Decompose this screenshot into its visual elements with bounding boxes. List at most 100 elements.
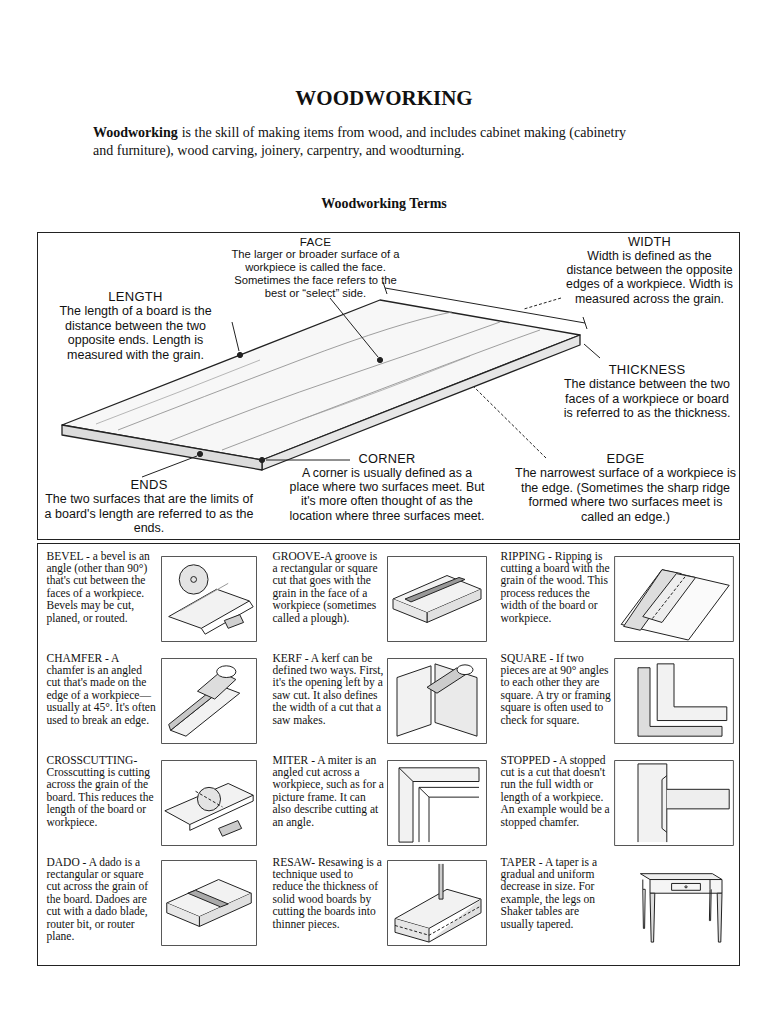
groove-picture-rect — [388, 556, 487, 641]
square-picture — [615, 658, 734, 743]
glossary-entry: BEVEL - a bevel is an angle (other than … — [47, 550, 159, 624]
ends-leader — [142, 456, 197, 477]
miter-picture-path — [399, 768, 413, 782]
stopped-picture-rect — [615, 760, 734, 845]
glossary-definition: RIPPING - Ripping is cutting a board wit… — [501, 550, 613, 624]
dado-picture-path — [188, 890, 228, 907]
miter-picture-path — [399, 768, 479, 842]
glossary-definition: KERF - A kerf can be defined two ways. F… — [273, 652, 385, 726]
glossary-definition: CROSSCUTTING- Crosscutting is cutting ac… — [47, 754, 159, 828]
term-definition: The narrowest surface of a workpiece is … — [515, 466, 737, 524]
glossary-definition: BEVEL - a bevel is an angle (other than … — [47, 550, 159, 624]
glossary-entry: CHAMFER - A chamfer is an angled cut tha… — [47, 652, 159, 726]
miter-picture-path — [419, 787, 429, 797]
glossary-entry: KERF - A kerf can be defined two ways. F… — [273, 652, 385, 726]
term-heading: FACE — [225, 235, 407, 248]
term-heading: WIDTH — [565, 235, 735, 250]
glossary-definition: CHAMFER - A chamfer is an angled cut tha… — [47, 652, 159, 726]
term-definition: A corner is usually defined as a place w… — [290, 466, 485, 523]
stopped-picture-path — [638, 764, 667, 842]
stopped-picture-path — [667, 789, 729, 809]
kerf-picture-path — [397, 666, 431, 736]
wood-grain — [222, 330, 540, 450]
wood-grain — [170, 322, 500, 441]
crosscutting-picture-path — [219, 821, 242, 837]
taper-picture-path — [717, 893, 722, 942]
intro-paragraph: Woodworkingis the skill of making items … — [93, 124, 641, 160]
board-end — [62, 425, 262, 470]
stopped-picture-path — [662, 780, 663, 829]
miter-picture-path — [429, 797, 479, 842]
stopped-picture — [615, 760, 734, 845]
resaw-picture-rect — [388, 860, 487, 945]
term-definition: The two surfaces that are the limits of … — [42, 492, 257, 535]
term-definition: Width is defined as the distance between… — [565, 249, 735, 306]
leader-dot — [237, 352, 242, 357]
term-definition: The larger or broader surface of a workp… — [225, 248, 407, 300]
crosscutting-picture-path — [196, 791, 223, 807]
face-leader — [330, 298, 378, 357]
glossary-definition: STOPPED - A stopped cut is a cut that do… — [501, 754, 613, 828]
edge-leader — [474, 387, 546, 458]
crosscutting-picture — [161, 760, 256, 845]
glossary-definition: GROOVE-A groove is a rectangular or squa… — [273, 550, 385, 624]
bevel-picture-path — [224, 615, 243, 629]
ripping-picture-path — [652, 576, 686, 619]
chamfer-picture-rect — [161, 658, 256, 743]
miter-picture-path — [419, 787, 479, 842]
leader-dot — [377, 357, 382, 362]
glossary-entry: MITER - A miter is an angled cut across … — [273, 754, 385, 828]
wood-grain — [300, 356, 470, 420]
ripping-picture — [615, 556, 734, 641]
term-heading: ENDS — [42, 478, 257, 493]
taper-picture-path — [643, 880, 645, 929]
bevel-picture-circle — [179, 565, 208, 594]
glossary-entry: SQUARE - If two pieces are at 90° angles… — [501, 652, 613, 726]
bold-term: Woodworking — [93, 125, 178, 140]
bevel-picture — [161, 556, 256, 641]
ripping-picture-path — [643, 574, 696, 623]
bevel-picture-path — [180, 583, 228, 610]
kerf-picture-ellipse — [457, 665, 473, 675]
chamfer-picture — [161, 658, 256, 743]
groove-picture — [388, 556, 487, 641]
ripping-picture-rect — [615, 556, 734, 641]
leader-dot — [259, 457, 264, 462]
square-picture-rect — [615, 658, 734, 743]
length-callout: LENGTHThe length of a board is the dista… — [42, 290, 230, 362]
resaw-picture-path — [395, 906, 481, 935]
bevel-picture-rect — [161, 556, 256, 641]
taper-picture-rect — [672, 883, 701, 890]
glossary-entry: CROSSCUTTING- Crosscutting is cutting ac… — [47, 754, 159, 828]
thickness-callout: THICKNESSThe distance between the two fa… — [560, 363, 735, 421]
crosscutting-picture-path — [165, 783, 253, 824]
crosscutting-picture-rect — [161, 760, 256, 845]
glossary-entry: TAPER - A taper is a gradual and uniform… — [501, 856, 613, 930]
term-definition: The distance between the two faces of a … — [560, 377, 735, 420]
taper-picture-path — [709, 880, 711, 921]
ripping-picture-path — [621, 570, 729, 640]
resaw-picture — [388, 860, 487, 945]
glossary-entry: RESAW- Resawing is a technique used to r… — [273, 856, 385, 930]
page-title: WOODWORKING — [0, 86, 768, 111]
term-heading: EDGE — [515, 452, 737, 467]
dado-picture — [161, 860, 256, 945]
groove-picture-path — [405, 578, 465, 602]
width-dimension — [385, 288, 585, 323]
term-heading: CORNER — [290, 452, 485, 467]
glossary-entry: GROOVE-A groove is a rectangular or squa… — [273, 550, 385, 624]
taper-picture — [640, 874, 722, 942]
glossary-definition: RESAW- Resawing is a technique used to r… — [273, 856, 385, 930]
term-heading: THICKNESS — [560, 363, 735, 378]
taper-picture-path — [640, 874, 722, 880]
groove-picture-path — [427, 589, 481, 622]
term-definition: The length of a board is the distance be… — [42, 304, 230, 362]
width-leader — [524, 298, 561, 309]
corner-callout: CORNERA corner is usually defined as a p… — [290, 452, 485, 523]
terms-figure-frame: FACEThe larger or broader surface of a w… — [37, 232, 740, 540]
taper-picture-path — [650, 893, 655, 942]
bevel-picture-path — [169, 589, 250, 628]
ends-callout: ENDSThe two surfaces that are the limits… — [42, 478, 257, 536]
miter-picture-rect — [388, 760, 487, 845]
